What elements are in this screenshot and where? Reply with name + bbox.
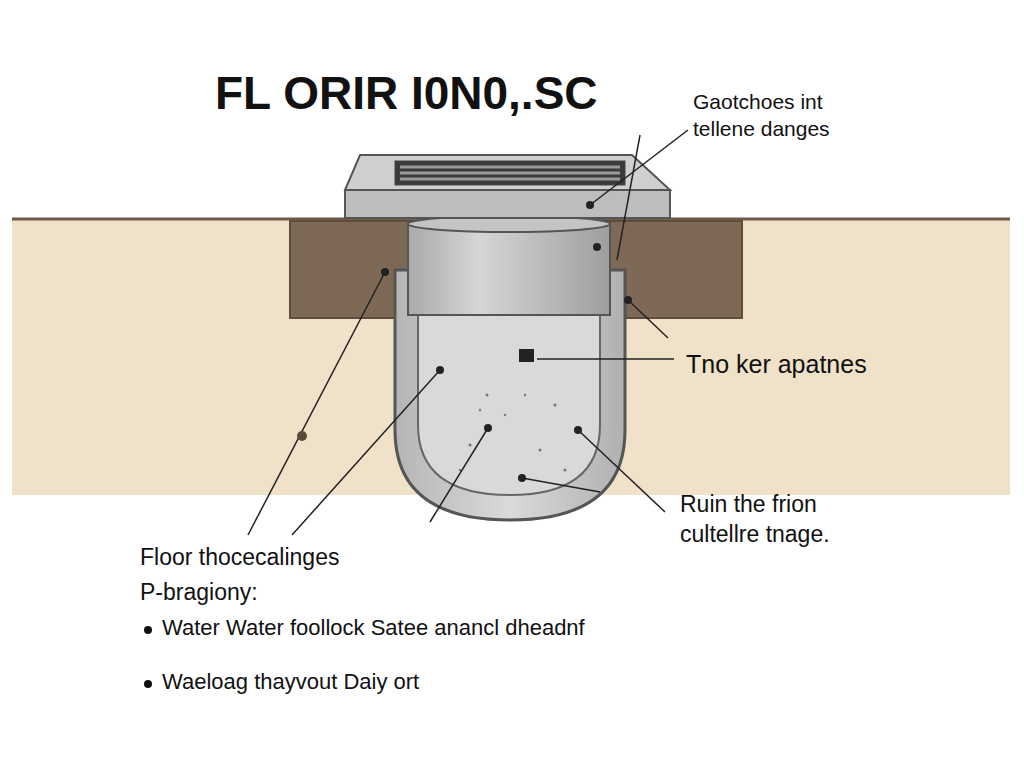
callout-label: Waeloag thayvout Daiy ort	[162, 668, 419, 697]
callout-label: Tno ker apatnes	[686, 348, 867, 381]
small-part	[519, 349, 534, 362]
diagram-title: FL ORIR I0N0,.SC	[215, 64, 598, 124]
grate-front	[345, 190, 670, 218]
drain-inner	[418, 300, 600, 495]
callout-label: Ruin the frion cultellre tnage.	[680, 490, 880, 550]
callout-label: Floor thocecalinges	[140, 543, 339, 573]
grate-bars	[400, 167, 620, 179]
debris-specks	[459, 394, 567, 472]
loose-dot	[297, 431, 307, 441]
grate-top	[345, 155, 670, 190]
leader-lines	[248, 130, 688, 535]
callout-label: P-bragiony:	[140, 578, 258, 608]
callout-label: Gaotchoes int tellene danges	[693, 88, 868, 143]
bullet	[144, 680, 152, 688]
grate-slot	[395, 161, 625, 185]
floor-ground	[12, 220, 1010, 495]
drain-collar	[408, 222, 610, 315]
bullet	[144, 626, 152, 634]
drain-recess	[290, 221, 742, 318]
callout-dots	[381, 201, 632, 482]
callout-label: Water Water foollock Satee anancl dheadn…	[162, 614, 585, 643]
